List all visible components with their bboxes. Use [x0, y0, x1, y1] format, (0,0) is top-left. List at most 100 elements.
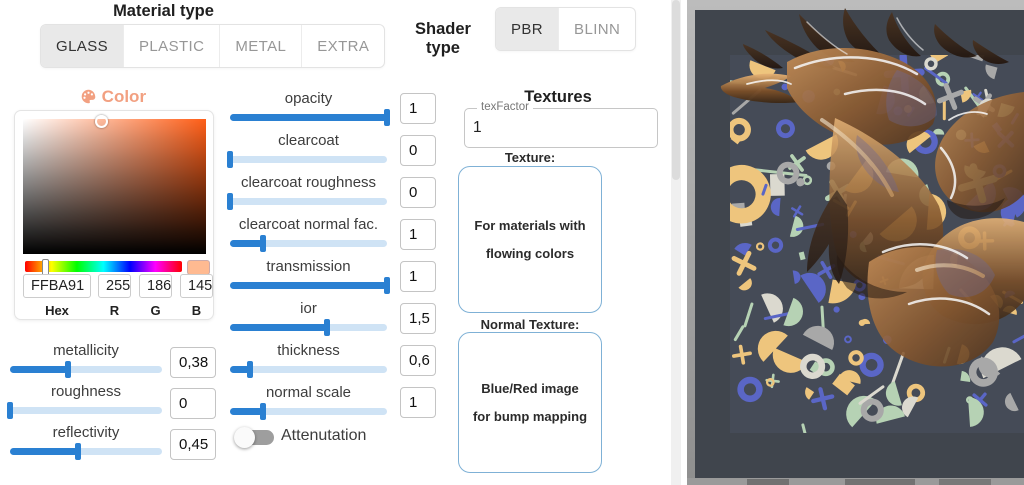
- clearcoat-roughness-label: clearcoat roughness: [240, 174, 377, 191]
- clearcoat-slider[interactable]: [227, 151, 387, 168]
- reflectivity-value-wrap: [170, 429, 216, 460]
- clearcoat-roughness-value[interactable]: [400, 177, 436, 208]
- g-input[interactable]: [139, 274, 172, 298]
- opacity-value[interactable]: [400, 93, 436, 124]
- hex-input[interactable]: [23, 274, 91, 298]
- roughness-value[interactable]: [170, 388, 216, 419]
- slider-handle[interactable]: [75, 443, 82, 460]
- clearcoat-normal-value-wrap: [400, 219, 436, 250]
- ior-label: ior: [300, 300, 317, 317]
- reflectivity-slider[interactable]: [10, 443, 162, 460]
- texfactor-input[interactable]: [471, 114, 645, 142]
- b-input[interactable]: [180, 274, 213, 298]
- hex-label: Hex: [45, 303, 69, 318]
- r-label: R: [109, 303, 120, 318]
- thickness-slider[interactable]: [230, 361, 387, 378]
- normal-texture-dropzone[interactable]: Blue/Red image for bump mapping: [458, 332, 602, 473]
- clearcoat-roughness-slider[interactable]: [227, 193, 387, 210]
- tab-metal[interactable]: METAL: [220, 25, 303, 67]
- r-input[interactable]: [98, 274, 131, 298]
- normal-scale-value-wrap: [400, 387, 436, 418]
- 3d-material-preview: [687, 0, 1024, 485]
- ior-value-wrap: [400, 303, 436, 334]
- clearcoat-normal-value[interactable]: [400, 219, 436, 250]
- slider-handle[interactable]: [384, 109, 390, 126]
- clearcoat-normal-label: clearcoat normal fac.: [238, 216, 379, 233]
- normal-texture-label: Normal Texture:: [480, 317, 580, 332]
- dragon-model: [720, 8, 1024, 367]
- ior-value[interactable]: [400, 303, 436, 334]
- tab-extra[interactable]: EXTRA: [317, 37, 370, 55]
- normal-scale-slider[interactable]: [230, 403, 387, 420]
- opacity-value-wrap: [400, 93, 436, 124]
- texture-label: Texture:: [504, 150, 556, 165]
- tab-glass[interactable]: GLASS: [41, 25, 125, 67]
- slider-handle[interactable]: [64, 361, 71, 378]
- transmission-value-wrap: [400, 261, 436, 292]
- clearcoat-value-wrap: [400, 135, 436, 166]
- tab-blinn[interactable]: BLINN: [574, 20, 621, 38]
- metallicity-value-wrap: [170, 347, 216, 378]
- transmission-slider[interactable]: [230, 277, 390, 294]
- clearcoat-normal-slider[interactable]: [230, 235, 387, 252]
- attenuation-label: Attenutation: [281, 427, 367, 444]
- current-color-swatch: [187, 260, 210, 275]
- material-type-tabs: GLASS PLASTIC METAL EXTRA: [40, 24, 386, 68]
- render-viewport[interactable]: [687, 0, 1024, 485]
- ior-slider[interactable]: [230, 319, 387, 336]
- tab-pbr[interactable]: PBR: [496, 8, 560, 50]
- g-field-wrap: [139, 274, 172, 298]
- color-picker-card: Hex R G B: [14, 110, 214, 320]
- scrollbar[interactable]: [671, 0, 681, 485]
- slider-handle[interactable]: [227, 193, 233, 210]
- tab-plastic[interactable]: PLASTIC: [124, 25, 221, 67]
- slider-handle[interactable]: [227, 151, 233, 168]
- slider-handle[interactable]: [247, 361, 254, 378]
- b-label: B: [191, 303, 202, 318]
- slider-handle[interactable]: [259, 403, 266, 420]
- clearcoat-label: clearcoat: [278, 132, 339, 149]
- g-label: G: [150, 303, 161, 318]
- thickness-value[interactable]: [400, 345, 436, 376]
- metallicity-label: metallicity: [53, 342, 119, 359]
- shader-type-title: Shader type: [415, 20, 471, 57]
- thickness-value-wrap: [400, 345, 436, 376]
- scrollbar-thumb[interactable]: [672, 0, 680, 180]
- transmission-label: transmission: [266, 258, 351, 275]
- color-section-title: Color: [14, 87, 212, 110]
- texture-dropzone[interactable]: For materials with flowing colors: [458, 166, 602, 313]
- normal-scale-label: normal scale: [265, 384, 352, 401]
- r-field-wrap: [98, 274, 131, 298]
- slider-handle[interactable]: [324, 319, 331, 336]
- roughness-slider[interactable]: [7, 402, 162, 419]
- b-field-wrap: [180, 274, 213, 298]
- reflectivity-label: reflectivity: [52, 424, 120, 441]
- metallicity-value[interactable]: [170, 347, 216, 378]
- saturation-area[interactable]: [23, 115, 206, 254]
- slider-handle[interactable]: [384, 277, 390, 294]
- slider-handle[interactable]: [7, 402, 13, 419]
- material-type-title: Material type: [113, 2, 214, 20]
- textures-title: Textures: [524, 88, 592, 106]
- slider-handle[interactable]: [259, 235, 266, 252]
- transmission-value[interactable]: [400, 261, 436, 292]
- clearcoat-roughness-value-wrap: [400, 177, 436, 208]
- toggle-knob[interactable]: [234, 427, 255, 448]
- reflectivity-value[interactable]: [170, 429, 216, 460]
- thickness-label: thickness: [277, 342, 340, 359]
- palette-icon: [80, 88, 97, 110]
- metallicity-slider[interactable]: [10, 361, 162, 378]
- texfactor-label: texFactor: [477, 101, 533, 113]
- normal-scale-value[interactable]: [400, 387, 436, 418]
- hue-slider[interactable]: [25, 259, 182, 276]
- opacity-slider[interactable]: [230, 109, 390, 126]
- attenuation-toggle[interactable]: [234, 427, 274, 448]
- shader-type-tabs: PBR BLINN: [495, 7, 637, 51]
- texfactor-field: texFactor: [464, 101, 658, 148]
- clearcoat-value[interactable]: [400, 135, 436, 166]
- opacity-label: opacity: [284, 90, 333, 107]
- roughness-label: roughness: [50, 383, 122, 400]
- saturation-marker[interactable]: [95, 115, 108, 128]
- hex-field-wrap: [23, 274, 91, 298]
